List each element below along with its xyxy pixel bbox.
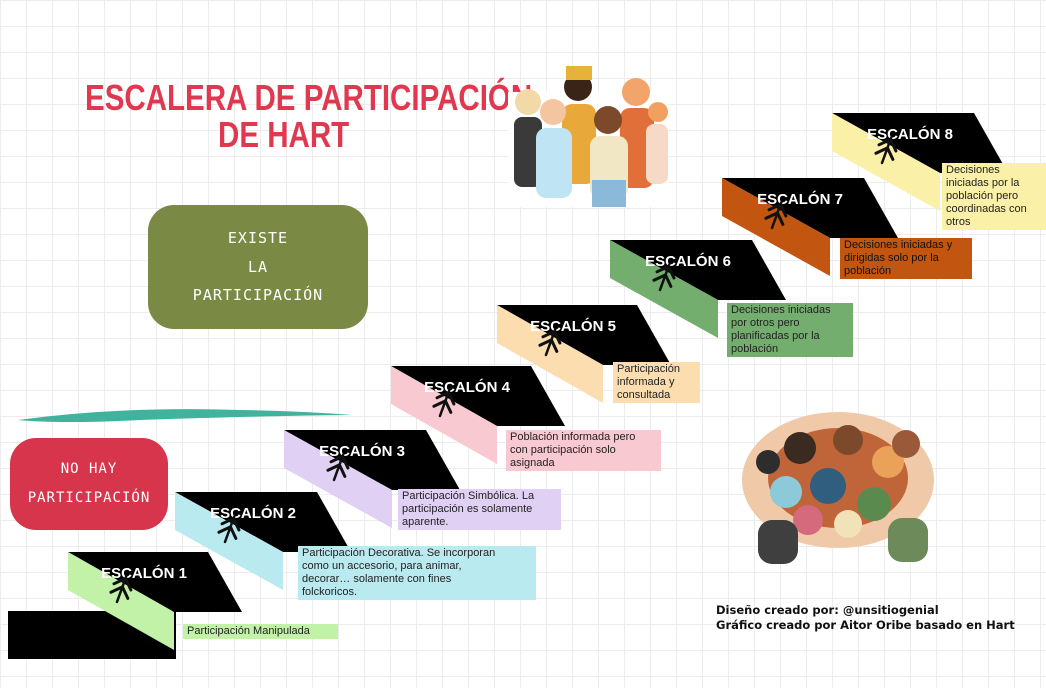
ladder-step-4: ESCALÓN 4 [391, 366, 565, 464]
description-line: Participación Decorativa. Se incorporan [302, 547, 496, 559]
ladder-step-3: ESCALÓN 3 [284, 430, 460, 528]
description-line: dirigidas solo por la [844, 252, 939, 264]
exists-participation-badge: EXISTE LA PARTICIPACIÓN [148, 205, 368, 329]
step-label: ESCALÓN 8 [867, 125, 953, 143]
step-tread [610, 240, 786, 300]
step-riser [497, 305, 603, 403]
no-participation-badge: NO HAY PARTICIPACIÓN [10, 438, 168, 530]
description-line: Decisiones [946, 164, 1000, 176]
description-line: iniciadas por la [946, 177, 1020, 189]
exists-line-1: EXISTE [227, 229, 289, 248]
double-chevron-up-icon [109, 575, 133, 604]
ladder-step-8: ESCALÓN 8 [832, 113, 1008, 211]
description-line: como un accesorio, para animar, [302, 560, 462, 572]
description-line: Decisiones iniciadas [731, 304, 831, 316]
double-chevron-up-icon [652, 263, 676, 292]
step-riser [832, 113, 940, 211]
credits-line-1: Diseño creado por: @unsitiogenial [716, 603, 939, 617]
step-label: ESCALÓN 6 [645, 252, 731, 270]
exists-line-2: LA [247, 257, 269, 276]
step-tread [497, 305, 671, 365]
credits-line-2: Gráfico creado por Aitor Oribe basado en… [716, 618, 1015, 632]
step-riser [722, 178, 830, 276]
step-riser [391, 366, 497, 464]
people-group-illustration [508, 66, 668, 207]
step-tread [68, 552, 242, 612]
step-1-description: Participación Manipulada [183, 624, 338, 639]
double-chevron-up-icon [217, 515, 241, 544]
description-line: población [844, 265, 892, 277]
step-label: ESCALÓN 7 [757, 190, 843, 208]
description-line: participación es solamente [402, 503, 533, 515]
double-chevron-up-icon [874, 136, 898, 165]
step-tread [175, 492, 351, 552]
step-tread [832, 113, 1008, 173]
step-label: ESCALÓN 2 [210, 504, 296, 522]
step-tread [391, 366, 565, 426]
step-label: ESCALÓN 1 [101, 564, 187, 582]
double-chevron-up-icon [764, 201, 788, 230]
ladder-step-7: ESCALÓN 7 [722, 178, 898, 276]
description-line: folckoricos. [302, 586, 358, 598]
description-line: consultada [617, 389, 671, 401]
group-hug-illustration [742, 412, 934, 564]
description-line: Población informada pero [510, 431, 636, 443]
description-line: Participación Manipulada [187, 625, 310, 637]
step-label: ESCALÓN 3 [319, 442, 405, 460]
description-line: asignada [510, 457, 555, 469]
step-riser [175, 492, 283, 590]
description-line: aparente. [402, 516, 449, 528]
ladder-step-1: ESCALÓN 1 [68, 552, 242, 650]
double-chevron-up-icon [432, 389, 456, 418]
step-label: ESCALÓN 5 [530, 317, 616, 335]
step-label: ESCALÓN 4 [424, 378, 511, 396]
description-line: planificadas por la [731, 330, 820, 342]
exists-line-3: PARTICIPACIÓN [192, 286, 324, 305]
ladder-step-2: ESCALÓN 2 [175, 492, 351, 590]
none-line-2: PARTICIPACIÓN [27, 490, 151, 506]
step-tread [284, 430, 460, 490]
none-line-1: NO HAY [60, 460, 118, 477]
title-line-1: ESCALERA DE PARTICIPACIÓN [85, 77, 533, 118]
ladder-step-6: ESCALÓN 6 [610, 240, 786, 338]
description-line: Participación Simbólica. La [402, 490, 535, 502]
description-line: decorar… solamente con fines [302, 573, 452, 585]
credits: Diseño creado por: @unsitiogenial Gráfic… [716, 603, 1015, 633]
step-riser [68, 552, 174, 650]
title-line-2: DE HART [218, 114, 350, 155]
ladder-step-5: ESCALÓN 5 [497, 305, 671, 403]
description-line: Participación [617, 363, 680, 375]
step-riser [284, 430, 392, 528]
description-line: población [731, 343, 779, 355]
description-line: coordinadas con [946, 203, 1027, 215]
description-line: informada y [617, 376, 675, 388]
description-line: otros [946, 216, 971, 228]
step-tread [722, 178, 898, 238]
description-line: con participación solo [510, 444, 616, 456]
description-line: Decisiones iniciadas y [844, 239, 953, 251]
divider-stroke [18, 409, 352, 422]
step-riser [610, 240, 718, 338]
description-line: por otros pero [731, 317, 800, 329]
double-chevron-up-icon [326, 453, 350, 482]
double-chevron-up-icon [538, 328, 562, 357]
description-line: población pero [946, 190, 1019, 202]
